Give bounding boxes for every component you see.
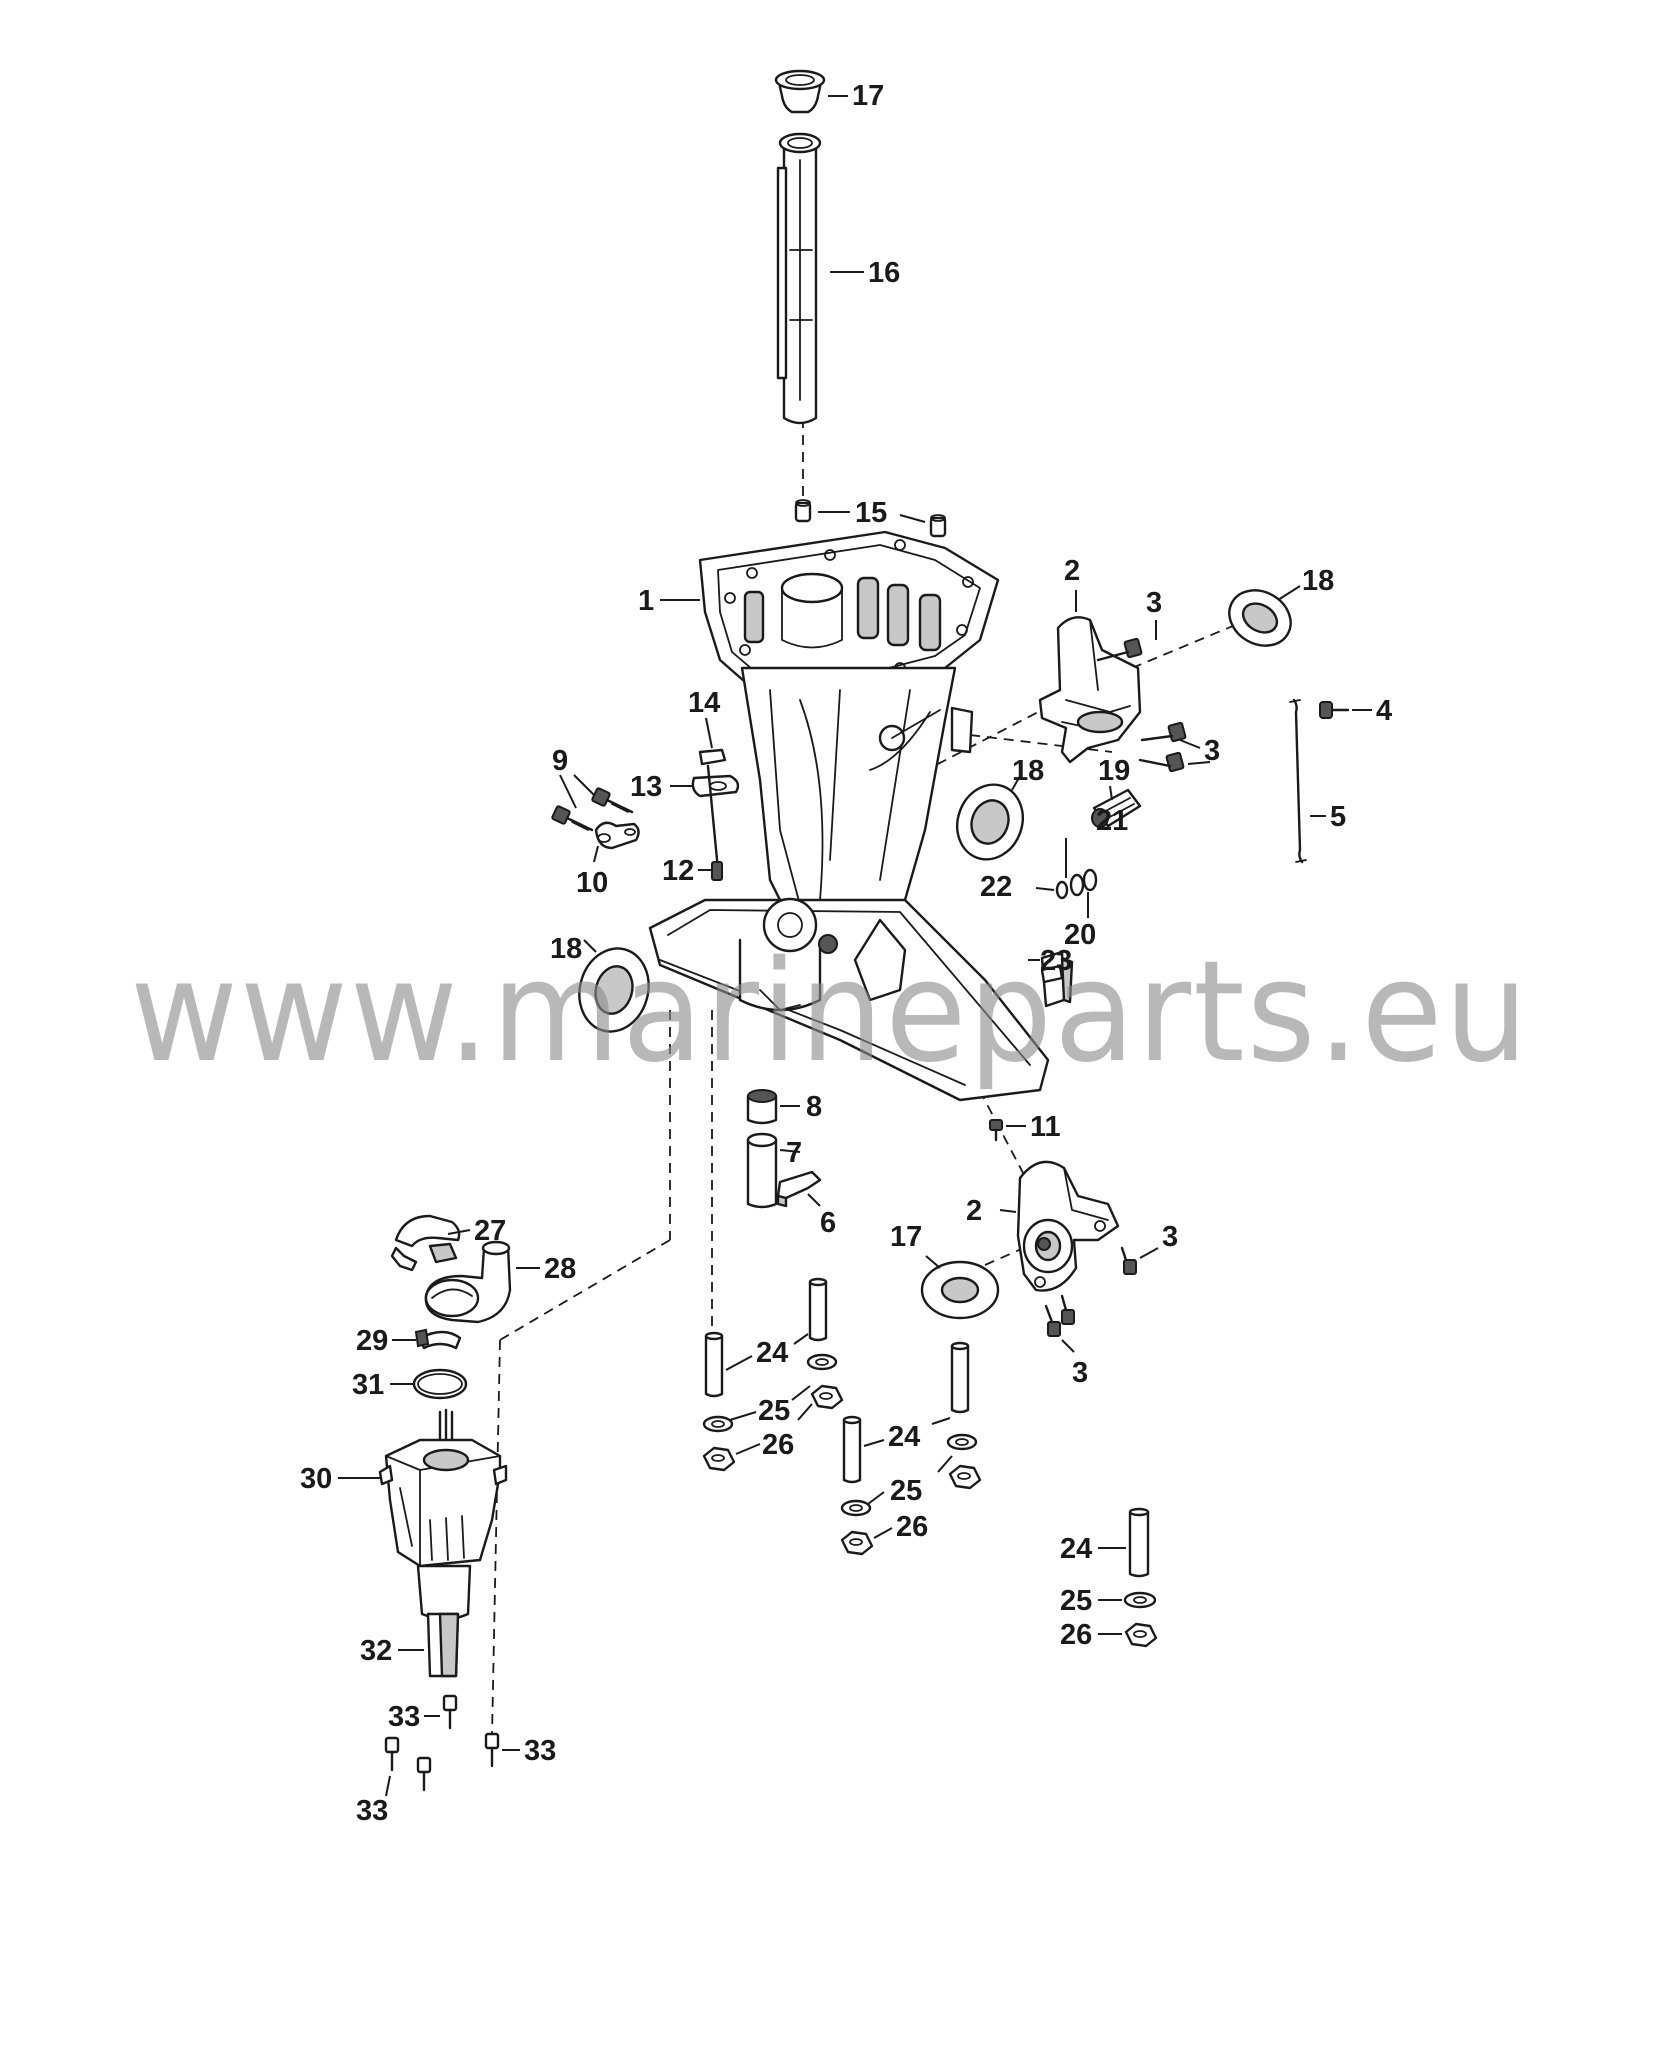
callout-33: 33: [388, 1701, 420, 1733]
callout-14: 14: [688, 687, 720, 719]
callout-17: 17: [890, 1221, 922, 1253]
callout-8: 8: [806, 1091, 822, 1123]
callout-10: 10: [576, 867, 608, 899]
callout-1: 1: [638, 585, 654, 617]
stud-set-1: [702, 1277, 844, 1472]
part-32-output-shaft: [398, 1564, 472, 1678]
part-6-anode-plate: [776, 1170, 822, 1208]
callout-12: 12: [662, 855, 694, 887]
part-3-bolts-upper: [1096, 620, 1211, 773]
callout-16: 16: [868, 257, 900, 289]
callout-4: 4: [1376, 695, 1392, 727]
callout-32: 32: [360, 1635, 392, 1667]
callout-25: 25: [1060, 1585, 1092, 1617]
callout-19: 19: [1098, 755, 1130, 787]
part-18-washer-middle: [956, 775, 1024, 861]
callout-26: 26: [896, 1511, 928, 1543]
part-30-shift-actuator: [338, 1408, 508, 1568]
part-9-10-clamp-bolts: [551, 774, 640, 863]
part-14-13-12-shift-linkage: [670, 717, 740, 881]
callout-7: 7: [786, 1137, 802, 1169]
callout-24: 24: [756, 1337, 788, 1369]
part-15-dowel-pins: [794, 499, 947, 538]
part-17-washer-lower: [920, 1255, 1000, 1320]
part-4-5-strap-screw: [1289, 698, 1372, 864]
part-7-pin: [746, 1132, 801, 1209]
callout-29: 29: [356, 1325, 388, 1357]
callout-33: 33: [356, 1795, 388, 1827]
callout-24: 24: [1060, 1533, 1092, 1565]
part-33-screws: [384, 1694, 520, 1797]
part-16-tube: [776, 132, 864, 425]
part-8-bushing: [746, 1089, 800, 1125]
part-28-elbow-fitting: [424, 1240, 540, 1324]
callout-3: 3: [1072, 1357, 1088, 1389]
part-27-clamp: [390, 1214, 471, 1272]
part-2-lower-mount: [999, 1160, 1120, 1292]
watermark-text: www.marineparts.eu: [130, 931, 1530, 1094]
callout-18: 18: [1012, 755, 1044, 787]
stud-set-3: [1098, 1507, 1158, 1648]
part-18-washer-upper-right: [1228, 585, 1301, 647]
callout-23: 23: [1040, 945, 1072, 977]
part-18-washer-left: [578, 939, 650, 1033]
callout-26: 26: [762, 1429, 794, 1461]
part-3-bolts-lower: [1044, 1246, 1159, 1353]
part-1-driveshaft-housing: [648, 530, 1050, 1102]
callout-30: 30: [300, 1463, 332, 1495]
callout-5: 5: [1330, 801, 1346, 833]
part-23-small-bracket: [1028, 950, 1074, 1008]
callout-3: 3: [1146, 587, 1162, 619]
callout-3: 3: [1162, 1221, 1178, 1253]
callout-27: 27: [474, 1215, 506, 1247]
callout-21: 21: [1096, 805, 1128, 837]
callout-20: 20: [1064, 919, 1096, 951]
callout-28: 28: [544, 1253, 576, 1285]
callout-15: 15: [855, 497, 887, 529]
callout-26: 26: [1060, 1619, 1092, 1651]
callout-6: 6: [820, 1207, 836, 1239]
callout-3: 3: [1204, 735, 1220, 767]
part-29-clip: [392, 1328, 462, 1350]
callout-2: 2: [966, 1195, 982, 1227]
part-20-21-22-seals: [1035, 838, 1098, 918]
callout-labels: 17 16 15 1 2 3 18 4 3 5 14 13 9 18 21 19…: [300, 80, 1392, 1827]
callout-13: 13: [630, 771, 662, 803]
part-11-screw: [989, 1119, 1026, 1142]
callout-22: 22: [980, 871, 1012, 903]
callout-9: 9: [552, 745, 568, 777]
part-19-fitting: [1091, 785, 1142, 828]
callout-17: 17: [852, 80, 884, 112]
part-2-upper-mount-bracket: [1038, 590, 1142, 764]
callout-31: 31: [352, 1369, 384, 1401]
stud-set-2: [840, 1341, 982, 1556]
part-17-cap: [774, 69, 848, 114]
callout-2: 2: [1064, 555, 1080, 587]
part-31-o-ring: [390, 1368, 468, 1400]
callout-11: 11: [1030, 1111, 1061, 1143]
callout-33: 33: [524, 1735, 556, 1767]
callout-25: 25: [890, 1475, 922, 1507]
callout-25: 25: [758, 1395, 790, 1427]
callout-18: 18: [550, 933, 582, 965]
callout-18: 18: [1302, 565, 1334, 597]
callout-24: 24: [888, 1421, 920, 1453]
